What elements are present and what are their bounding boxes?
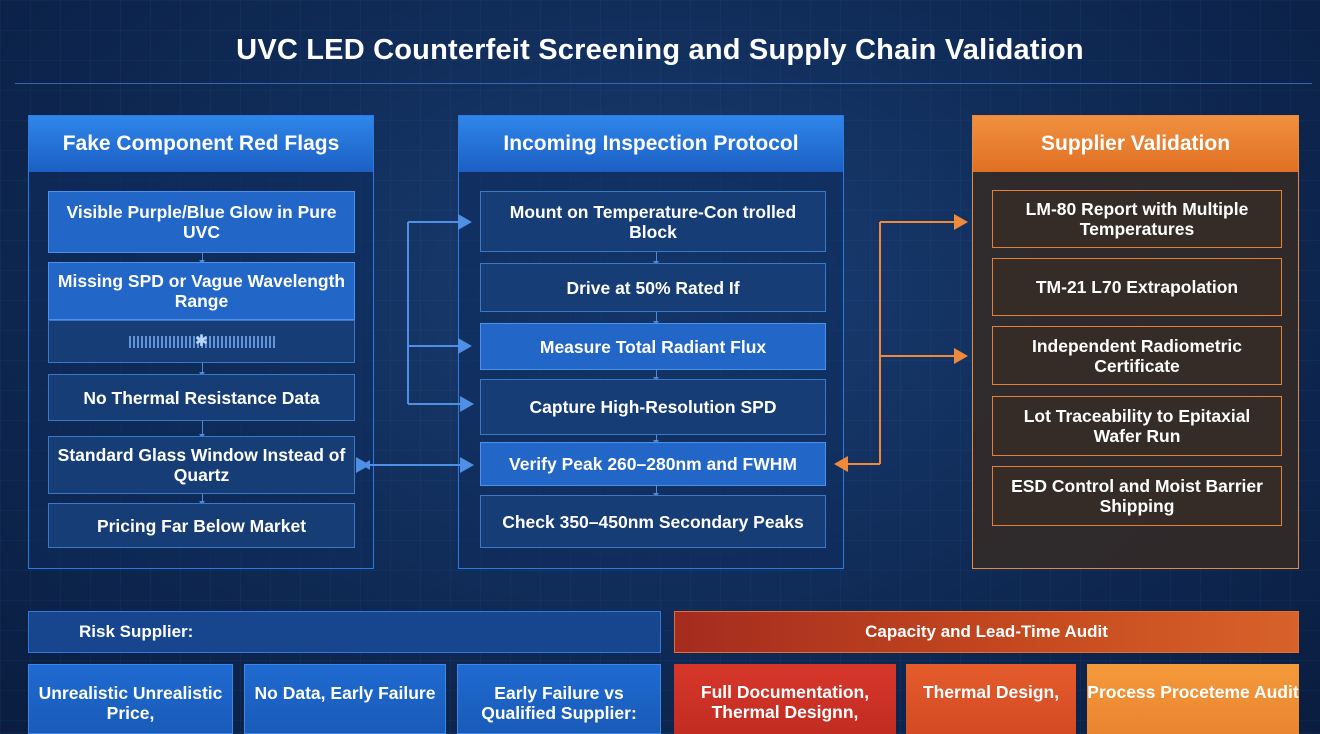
red-flag-glass-window: Standard Glass Window Instead of Quartz: [48, 436, 355, 494]
supplier-lm80: LM-80 Report with Multiple Temperatures: [992, 190, 1282, 248]
step-verify-peak: Verify Peak 260–280nm and FWHM: [480, 442, 826, 486]
red-flags-heading: Fake Component Red Flags: [29, 116, 373, 172]
red-flags-panel: Fake Component Red Flags Visible Purple/…: [28, 115, 374, 569]
supplier-tm21: TM-21 L70 Extrapolation: [992, 258, 1282, 316]
red-flag-low-price: Pricing Far Below Market: [48, 503, 355, 548]
supplier-lot-traceability: Lot Traceability to Epitaxial Wafer Run: [992, 396, 1282, 456]
supplier-radiometric-cert: Independent Radiometric Certificate: [992, 326, 1282, 385]
audit-tile-full-documentation: Full Documentation, Thermal Designn,: [674, 664, 896, 734]
step-mount-block: Mount on Temperature-Con trolled Block: [480, 191, 826, 252]
spectrum-noise-icon: ✱: [128, 333, 275, 349]
audit-tile-process-audit: Process Proceteme Audit: [1087, 664, 1299, 734]
arrow-glass-verify-left-head: [362, 460, 370, 470]
supplier-heading: Supplier Validation: [973, 116, 1298, 172]
step-capture-spd: Capture High-Resolution SPD: [480, 379, 826, 435]
red-flag-purple-glow: Visible Purple/Blue Glow in Pure UVC: [48, 191, 355, 253]
risk-tile-no-data: No Data, Early Failure: [244, 664, 446, 734]
capacity-audit-band: Capacity and Lead-Time Audit: [674, 611, 1299, 653]
red-flag-no-thermal-data: No Thermal Resistance Data: [48, 374, 355, 421]
audit-tile-thermal-design: Thermal Design,: [906, 664, 1076, 734]
step-drive-current: Drive at 50% Rated If: [480, 263, 826, 312]
spectrum-noise-box: ✱: [48, 320, 355, 363]
risk-supplier-band: Risk Supplier:: [28, 611, 661, 653]
red-flag-missing-spd: Missing SPD or Vague Wavelength Range: [48, 262, 355, 320]
supplier-esd-shipping: ESD Control and Moist Barrier Shipping: [992, 466, 1282, 526]
title-divider: [15, 83, 1312, 84]
step-secondary-peaks: Check 350–450nm Secondary Peaks: [480, 495, 826, 548]
page-title: UVC LED Counterfeit Screening and Supply…: [236, 34, 1084, 66]
risk-tile-unrealistic-price: Unrealistic Unrealistic Price,: [28, 664, 233, 734]
inspection-heading: Incoming Inspection Protocol: [459, 116, 843, 172]
step-measure-flux: Measure Total Radiant Flux: [480, 323, 826, 370]
supplier-panel: Supplier Validation LM-80 Report with Mu…: [972, 115, 1299, 569]
risk-tile-early-failure: Early Failure vs Qualified Supplier:: [457, 664, 661, 734]
inspection-panel: Incoming Inspection Protocol Mount on Te…: [458, 115, 844, 569]
